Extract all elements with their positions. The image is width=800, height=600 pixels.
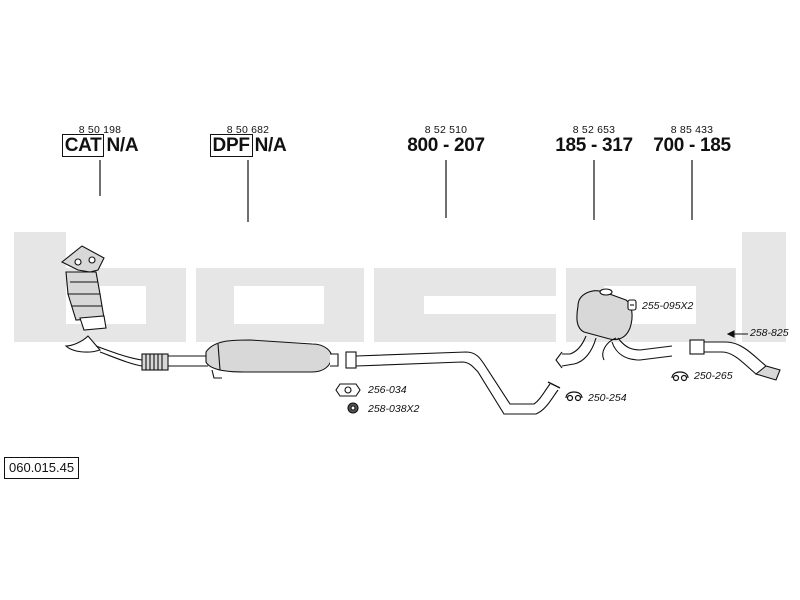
intermediate-pipe [345, 351, 561, 415]
part-intermediate-pipe: 8 52 510 800 - 207 [386, 124, 506, 156]
part-code: 800 - 207 [407, 135, 485, 156]
part-number: 8 50 682 [226, 124, 270, 136]
part-tail-pipe: 8 85 433 700 - 185 [632, 124, 752, 156]
cat-code: N/A [106, 135, 139, 156]
annotation-tail-arrow: 258-825 [750, 327, 789, 339]
rear-silencer [555, 288, 673, 369]
dpf-code: N/A [254, 135, 287, 156]
part-number: 8 85 433 [670, 124, 714, 136]
dpf-tag: DPF [209, 134, 253, 157]
front-pipe [64, 335, 208, 371]
clamp-icon [627, 299, 637, 311]
part-rear-silencer: 8 52 653 185 - 317 [534, 124, 654, 156]
part-number: 8 52 653 [572, 124, 616, 136]
gasket-icon [335, 383, 361, 397]
tail-pipe [689, 339, 781, 381]
annotation-rubber-mount-rear: 250-265 [694, 370, 733, 382]
reference-number: 060.015.45 [4, 457, 80, 479]
leader-lines [99, 160, 693, 222]
part-number: 8 52 510 [424, 124, 468, 136]
rubber-mount-icon [671, 371, 689, 382]
annotation-rubber-mount-mid: 250-254 [588, 392, 627, 404]
annotation-nut: 258-038X2 [368, 403, 420, 415]
catalytic-converter [60, 245, 107, 331]
part-code: 700 - 185 [653, 135, 731, 156]
annotation-gasket: 256-034 [368, 384, 407, 396]
nut-icon [347, 402, 359, 414]
rubber-mount-icon [565, 391, 583, 402]
arrow-left-icon [726, 330, 748, 338]
cat-tag: CAT [61, 134, 105, 157]
annotation-clamp: 255-095X2 [642, 300, 694, 312]
part-number: 8 50 198 [78, 124, 122, 136]
part-code: 185 - 317 [555, 135, 633, 156]
dpf-section [205, 339, 339, 379]
